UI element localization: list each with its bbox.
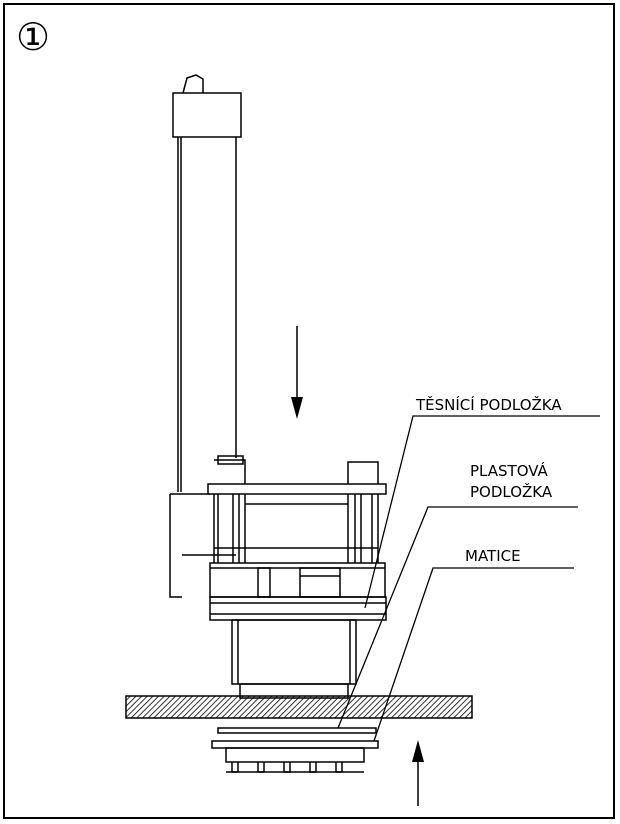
overflow-tube-cap	[172, 74, 242, 138]
leader-line-matice	[373, 567, 574, 742]
leader-line-plastova	[337, 506, 578, 729]
valve-middle-band	[209, 562, 386, 598]
label-plastova-podlozka: PLASTOVÁ PODLOŽKA	[470, 461, 552, 503]
tube-foot	[169, 493, 236, 598]
diagram-frame	[3, 3, 615, 819]
label-matice: MATICE	[465, 546, 521, 567]
label-line: PODLOŽKA	[470, 483, 553, 501]
leader-line-tesnici	[364, 415, 600, 609]
cistern-plate	[125, 695, 473, 719]
plastic-washer	[217, 727, 377, 734]
sealing-washer-band	[209, 596, 387, 621]
label-line: MATICE	[465, 547, 521, 565]
threaded-stem	[231, 619, 357, 699]
valve-body-frame	[207, 455, 387, 563]
label-tesnici-podlozka: TĚSNÍCÍ PODLOŽKA	[416, 395, 562, 416]
label-line: PLASTOVÁ	[470, 462, 548, 480]
down-arrow	[291, 326, 303, 419]
step-number: ①	[16, 15, 51, 59]
nut	[211, 740, 379, 773]
label-line: TĚSNÍCÍ PODLOŽKA	[416, 396, 562, 414]
up-arrow	[412, 740, 424, 806]
overflow-tube	[177, 137, 237, 492]
